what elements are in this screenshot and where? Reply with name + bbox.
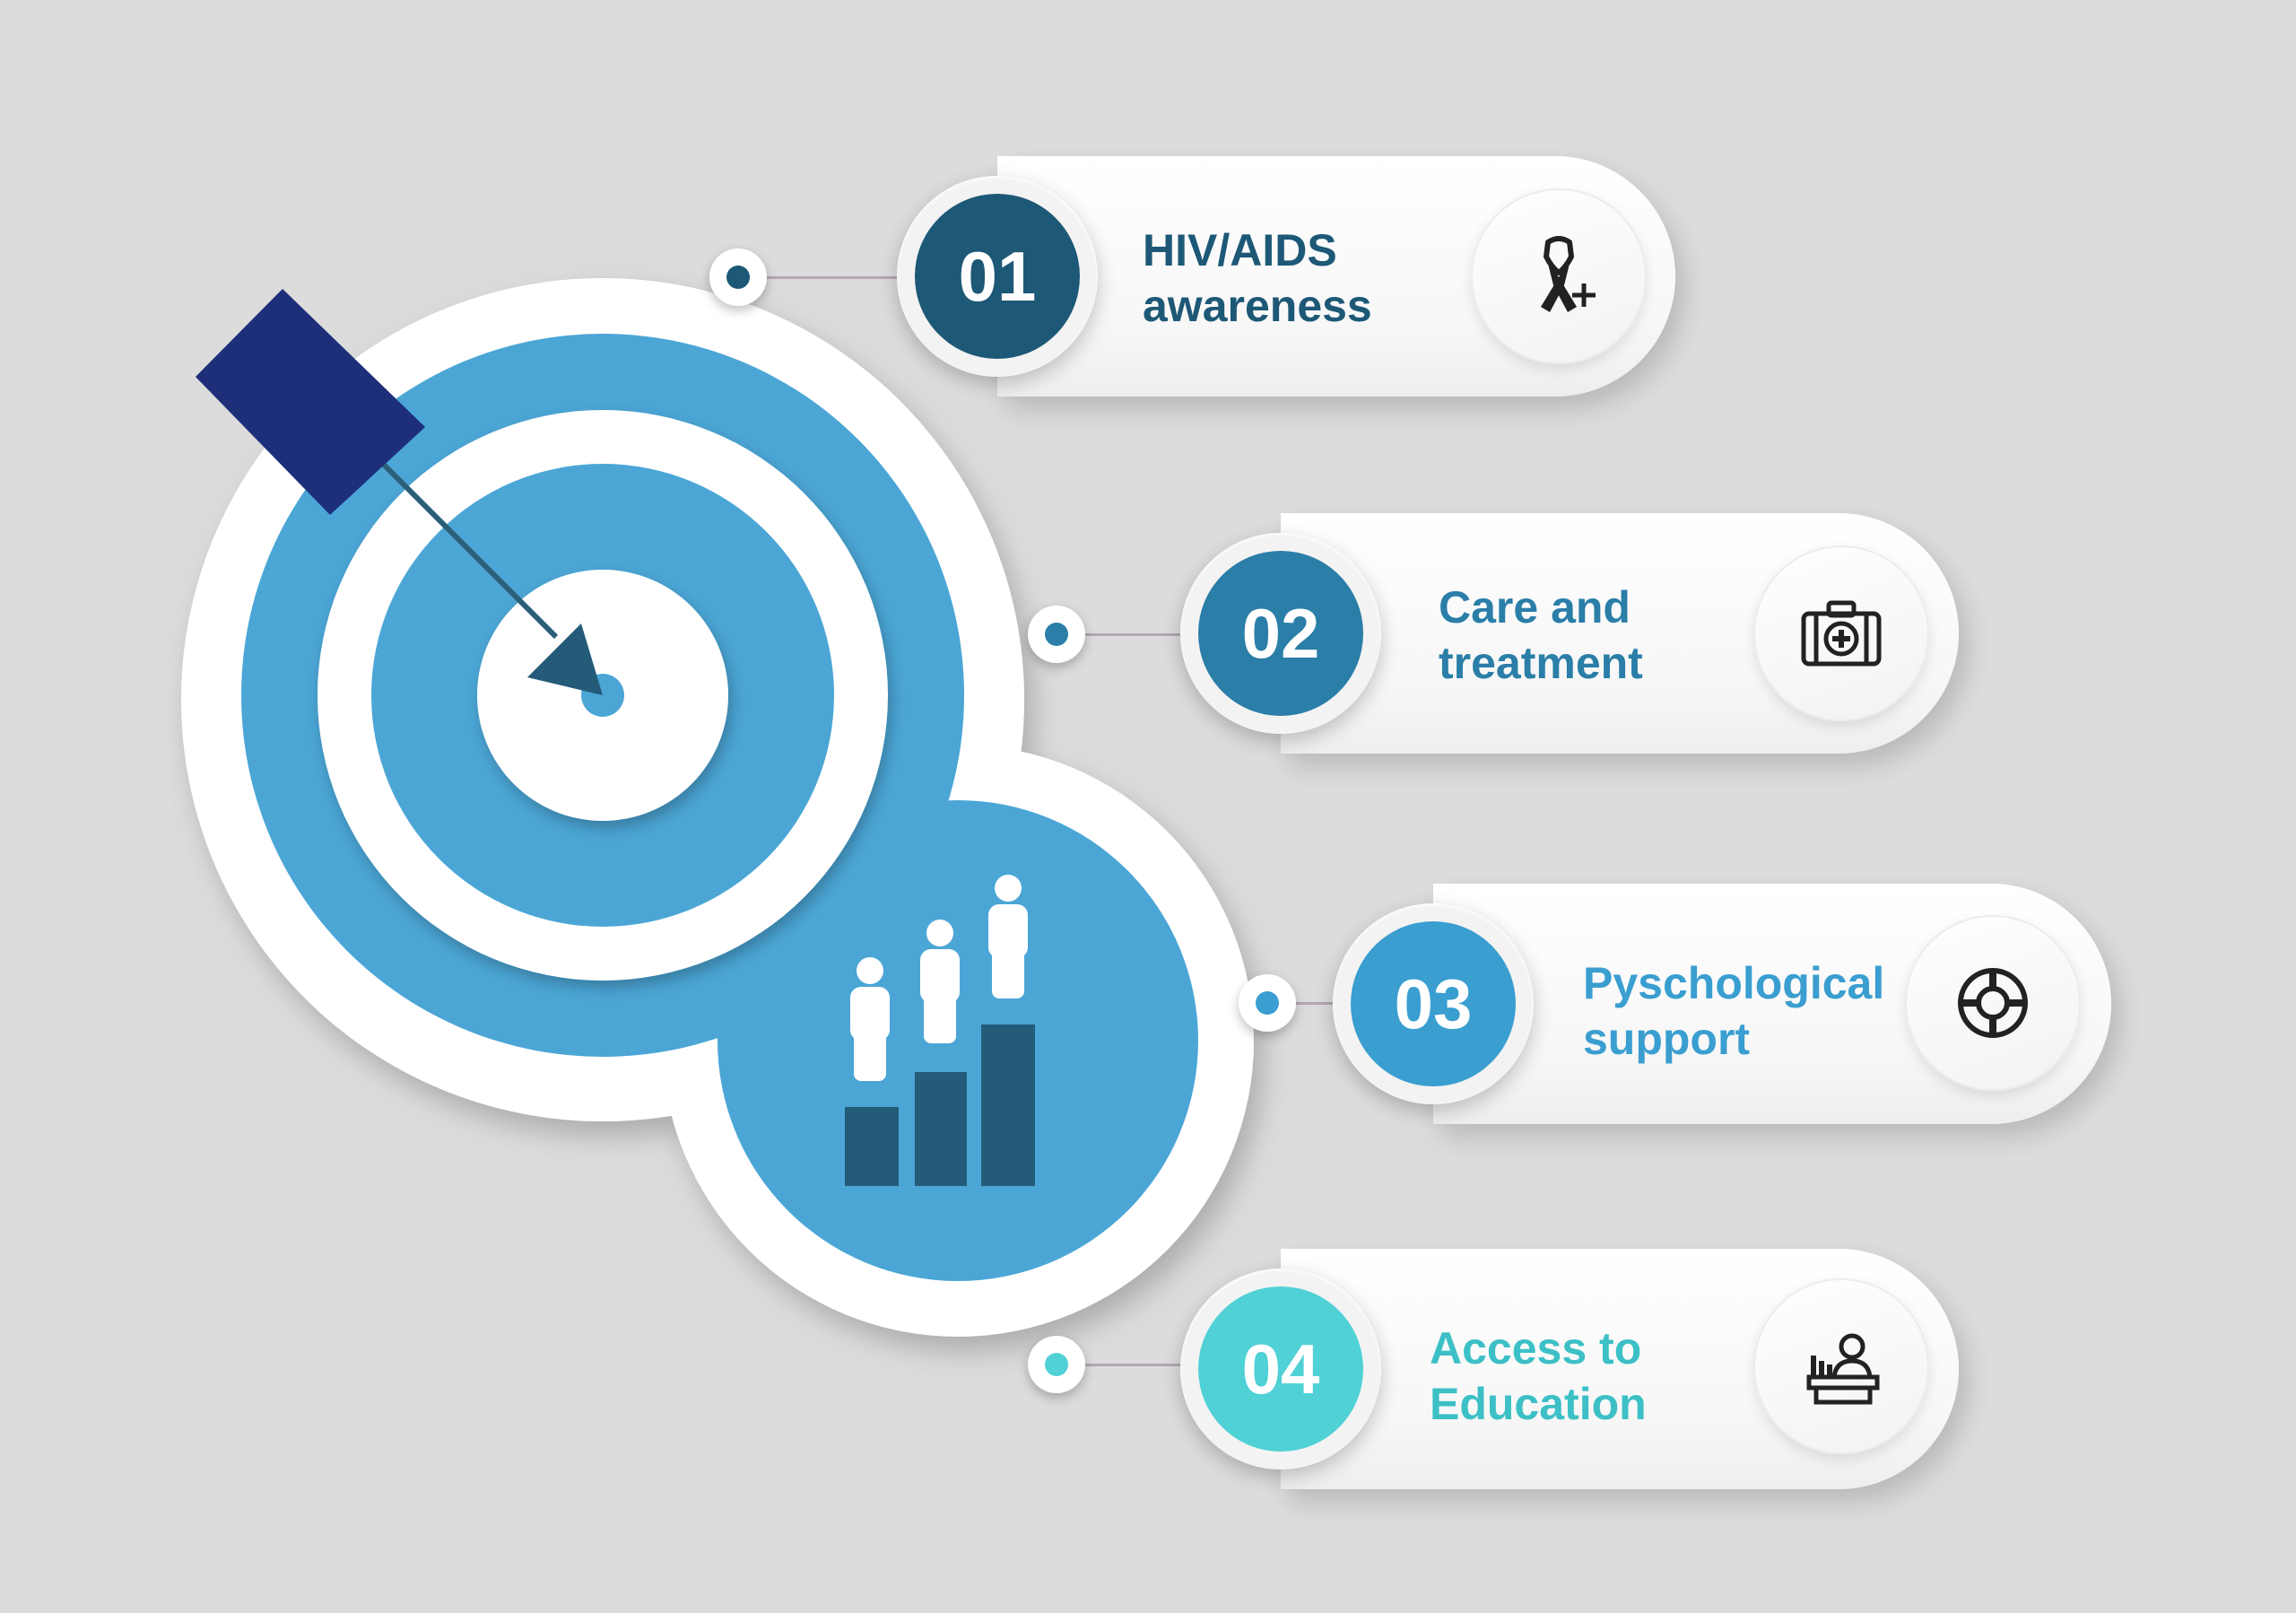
connector-line-4 [1085,1364,1193,1366]
step-icon-circle-4 [1753,1278,1929,1454]
step-icon-circle-2 [1753,545,1929,721]
lifebuoy-icon [1958,968,2028,1038]
connector-dot-3 [1239,974,1296,1032]
step-number-3: 03 [1351,921,1516,1086]
arrow-icon [196,289,603,695]
connector-line-3 [1296,1002,1345,1005]
step-number-badge-4: 04 [1180,1269,1381,1469]
step-label-3: Pyschological support [1583,958,1885,1064]
first-aid-kit-icon [1801,600,1882,667]
step-label-2: Care and treatment [1439,582,1643,688]
connector-dot-2 [1028,606,1085,663]
step-label-1: HIV/AIDS awareness [1143,225,1372,331]
step-label-4: Access to Education [1430,1323,1647,1429]
awareness-ribbon-icon [1541,236,1596,312]
step-number-badge-1: 01 [897,176,1098,377]
connector-dot-4 [1028,1336,1085,1393]
step-number-2: 02 [1198,551,1363,716]
growth-chart-icon [845,875,1035,1186]
step-icon-circle-3 [1905,915,2081,1091]
step-icon-circle-1 [1471,188,1647,364]
step-number-4: 04 [1198,1286,1363,1452]
teacher-desk-icon [1806,1333,1880,1405]
step-number-1: 01 [915,194,1080,359]
step-number-badge-2: 02 [1180,533,1381,734]
step-number-badge-3: 03 [1333,903,1534,1104]
connector-dot-1 [709,248,767,306]
connector-line-2 [1085,633,1193,636]
connector-line-1 [767,276,910,279]
